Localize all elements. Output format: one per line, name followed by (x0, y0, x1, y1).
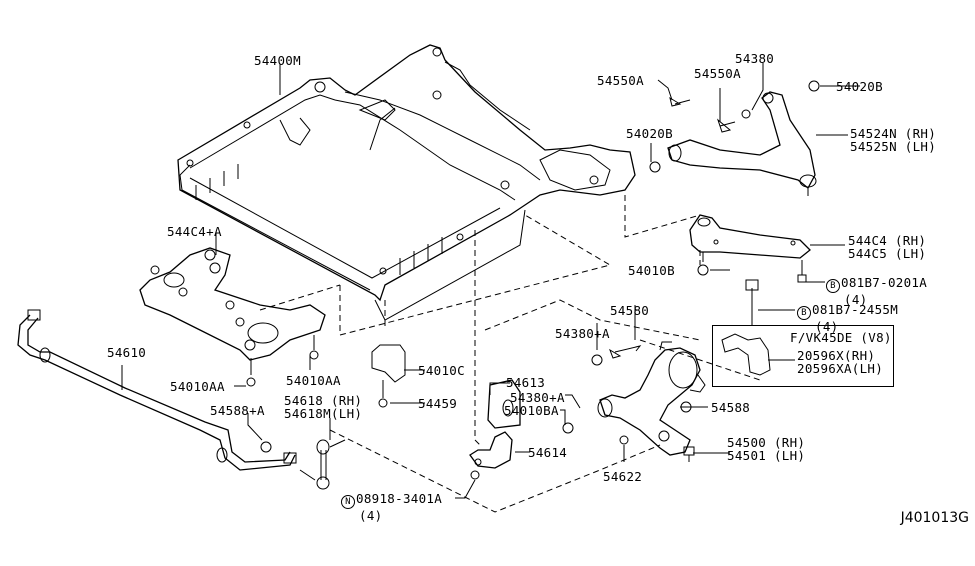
label-upper-arm: 54524N (RH) 54525N (LH) (850, 127, 936, 153)
label-20596XA: 20596XA(LH) (797, 361, 884, 376)
bolt-2455M-qty: (4) (815, 319, 839, 334)
label-54459: 54459 (418, 396, 458, 411)
label-544C4: 544C4 (RH) (848, 233, 927, 248)
bushing-clamp-drawing (469, 379, 521, 480)
nut-3401A-qty: (4) (359, 508, 383, 523)
leader-lines (121, 63, 860, 499)
dashed-guide-lines (259, 195, 761, 513)
label-54400M: 54400M (254, 53, 301, 68)
label-54588: 54588 (711, 400, 751, 415)
lower-arm-drawing (562, 341, 706, 462)
label-54010AA: 54010AA (286, 373, 341, 388)
label-20596X: 20596X(RH) (797, 348, 876, 363)
label-stabilizer-link: 54618 (RH) 54618M(LH) (284, 394, 362, 420)
label-54500: 54500 (RH) (727, 435, 806, 450)
label-54622: 54622 (603, 469, 643, 484)
label-54010C: 54010C (418, 363, 465, 378)
subframe-drawing (177, 44, 636, 321)
bolt-2455M-code: 081B7-2455M (812, 302, 899, 317)
tension-rod-drawing (689, 214, 811, 325)
label-544C4A: 544C4+A (167, 224, 222, 239)
label-54524N: 54524N (RH) (850, 126, 937, 141)
nut-3401A-code: 08918-3401A (356, 491, 443, 506)
n-circle-icon: N (341, 495, 355, 509)
label-54613: 54613 (506, 375, 546, 390)
stabilizer-link-drawing (299, 439, 346, 490)
note-parts: 20596X(RH) 20596XA(LH) (797, 349, 883, 375)
upper-arm-drawing (649, 80, 820, 196)
diagram-reference-code: J401013G (900, 510, 969, 526)
label-54380: 54380 (735, 51, 775, 66)
label-54618: 54618 (RH) (284, 393, 363, 408)
label-54525N: 54525N (LH) (850, 139, 937, 154)
note-title: F/VK45DE (V8) (790, 330, 892, 345)
label-tension-rod: 544C4 (RH) 544C5 (LH) (848, 234, 926, 260)
label-54380A: 54380+A (555, 326, 610, 341)
label-54618M: 54618M(LH) (284, 406, 363, 421)
label-54550A: 54550A (694, 66, 741, 81)
label-544C5: 544C5 (LH) (848, 246, 927, 261)
label-54501: 54501 (LH) (727, 448, 806, 463)
crossmember-drawing (139, 247, 326, 361)
label-54380A: 54380+A (510, 390, 565, 405)
label-54550A: 54550A (597, 73, 644, 88)
label-54588A: 54588+A (210, 403, 265, 418)
label-54010B: 54010B (628, 263, 675, 278)
engine-variant-note-box (712, 325, 894, 387)
bolt-0201A-code: 081B7-0201A (841, 275, 928, 290)
b-circle-icon: B (826, 279, 840, 293)
label-54614: 54614 (528, 445, 568, 460)
label-lower-arm: 54500 (RH) 54501 (LH) (727, 436, 805, 462)
label-54020B: 54020B (626, 126, 673, 141)
label-54010BA: 54010BA (504, 403, 559, 418)
heat-shield-drawing (721, 333, 771, 376)
label-54580: 54580 (610, 303, 650, 318)
label-54010AA: 54010AA (170, 379, 225, 394)
bolt-0201A-qty: (4) (844, 292, 868, 307)
stabilizer-bar-drawing (17, 309, 297, 471)
b-circle-icon: B (797, 306, 811, 320)
label-54020B: 54020B (836, 79, 883, 94)
label-54610: 54610 (107, 345, 147, 360)
